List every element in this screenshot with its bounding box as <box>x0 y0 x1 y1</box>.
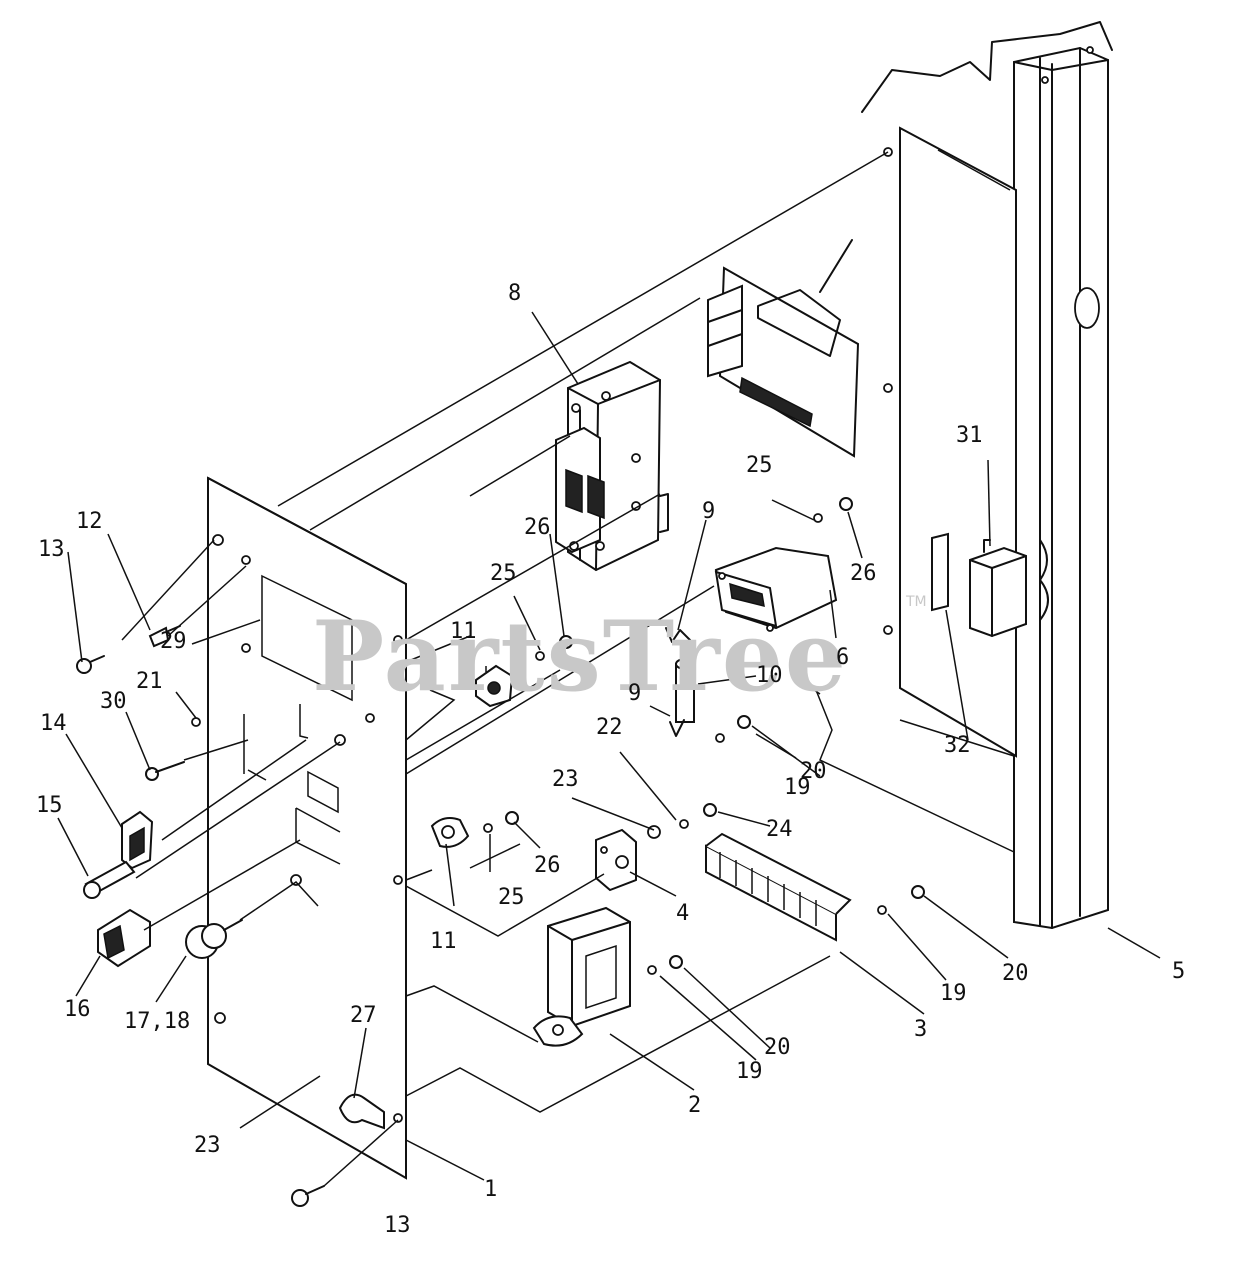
part-17-18-outlet <box>185 919 243 959</box>
part-15-fuse-holder <box>83 860 136 899</box>
watermark: PartsTree TM <box>312 594 927 713</box>
callout-16: 16 <box>64 997 91 1022</box>
callout-1: 1 <box>484 1177 497 1202</box>
callout-6: 6 <box>836 645 849 670</box>
part-31-box <box>969 539 1027 638</box>
callout-11-lower: 11 <box>430 929 457 954</box>
callout-10: 10 <box>756 663 783 688</box>
fasteners <box>76 497 925 1207</box>
callout-27: 27 <box>350 1003 377 1028</box>
callout-19-c: 19 <box>736 1059 763 1084</box>
callout-25-lower: 25 <box>498 885 525 910</box>
callout-15: 15 <box>36 793 63 818</box>
callout-32: 32 <box>944 733 971 758</box>
callout-11-upper: 11 <box>450 619 477 644</box>
callout-24: 24 <box>766 817 793 842</box>
callout-14: 14 <box>40 711 67 736</box>
callout-5: 5 <box>1172 959 1185 984</box>
callout-26-lower: 26 <box>534 853 561 878</box>
callout-8: 8 <box>508 281 521 306</box>
part-11-bushing-bottom <box>430 817 470 848</box>
part-16-switch <box>97 908 151 968</box>
part-2-transformer <box>532 906 631 1047</box>
part-27-clip <box>338 1093 385 1130</box>
callout-9-upper: 9 <box>702 499 715 524</box>
part-11-bushing-top <box>475 664 514 708</box>
hour-meter-part-6 <box>714 546 838 632</box>
callout-4: 4 <box>676 901 689 926</box>
callout-3: 3 <box>914 1017 927 1042</box>
callout-leaders <box>57 311 1009 1129</box>
callout-26-upper: 26 <box>524 515 551 540</box>
upright-frame-part-5 <box>861 21 1113 930</box>
part-4-relay <box>595 828 637 892</box>
watermark-tm: TM <box>905 594 927 610</box>
callout-30: 30 <box>100 689 127 714</box>
callout-20-c: 20 <box>764 1035 791 1060</box>
circuit-board <box>707 239 860 458</box>
callout-26-right: 26 <box>850 561 877 586</box>
callout-19-a: 19 <box>784 775 811 800</box>
front-control-panel-part-1 <box>207 476 407 1180</box>
callout-23-lower: 23 <box>194 1133 221 1158</box>
circuit-breaker-part-8 <box>555 360 669 572</box>
callout-22: 22 <box>596 715 623 740</box>
callout-20-a: 20 <box>800 759 827 784</box>
callout-17-18: 17,18 <box>124 1009 190 1034</box>
part-14-switch <box>121 810 154 870</box>
callout-23-upper: 23 <box>552 767 579 792</box>
part-3-terminal-block <box>705 832 852 942</box>
watermark-text: PartsTree <box>312 600 848 713</box>
callout-19-b: 19 <box>940 981 967 1006</box>
callout-9-lower: 9 <box>628 681 641 706</box>
part-10-cylinder <box>665 627 695 737</box>
rear-back-panel <box>883 126 1017 758</box>
callout-31: 31 <box>956 423 983 448</box>
callout-12: 12 <box>76 509 103 534</box>
callout-2: 2 <box>688 1093 701 1118</box>
assembly-lines <box>121 149 1161 1187</box>
callout-13-upper: 13 <box>38 537 65 562</box>
callout-labels: 1 2 3 4 5 6 8 9 9 10 11 11 12 13 13 14 1… <box>36 281 1185 1238</box>
callout-21: 21 <box>136 669 163 694</box>
callout-20-b: 20 <box>1002 961 1029 986</box>
callout-25-upper: 25 <box>490 561 517 586</box>
callout-25-right: 25 <box>746 453 773 478</box>
callout-29: 29 <box>160 629 187 654</box>
callout-13-lower: 13 <box>384 1213 411 1238</box>
